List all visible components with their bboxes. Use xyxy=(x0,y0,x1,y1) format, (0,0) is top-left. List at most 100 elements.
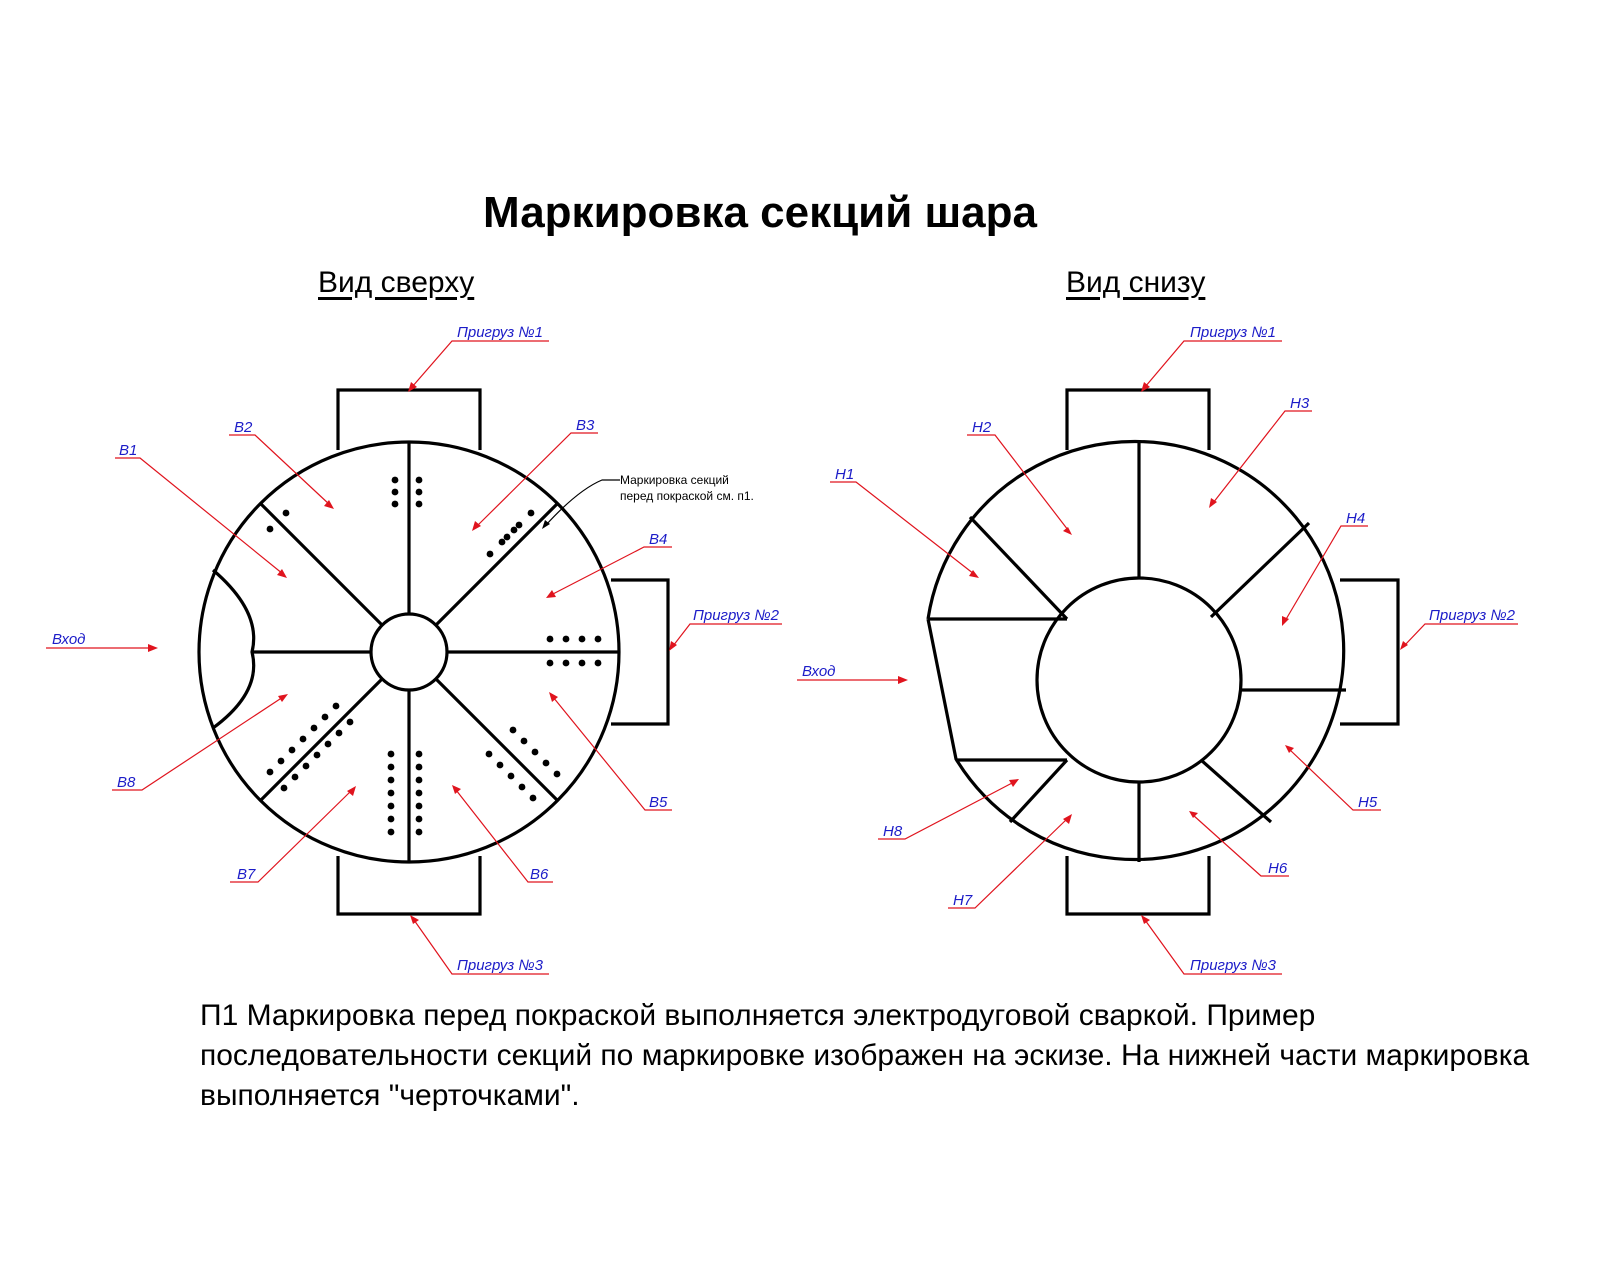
marking-dot xyxy=(531,748,539,756)
label-b5: B5 xyxy=(549,692,672,811)
marking-dot xyxy=(527,509,535,517)
marking-dot xyxy=(415,500,423,508)
top-view-title: Вид сверху xyxy=(318,266,475,299)
bottom-entrance-label: Вход xyxy=(797,663,908,684)
bottom-weight-labels: Пригруз №1 Пригруз №2 Пригруз №3 xyxy=(1141,324,1518,975)
svg-text:Маркировка секций: Маркировка секций xyxy=(620,473,729,487)
marking-dot xyxy=(520,737,528,745)
label-h6: H6 xyxy=(1189,811,1289,877)
marking-dot xyxy=(332,702,340,710)
marking-dot xyxy=(562,635,570,643)
svg-text:B3: B3 xyxy=(576,417,595,434)
marking-dot xyxy=(277,757,285,765)
marking-dot xyxy=(266,768,274,776)
svg-text:Пригруз №2: Пригруз №2 xyxy=(693,607,780,624)
svg-text:Пригруз №3: Пригруз №3 xyxy=(457,957,544,974)
svg-text:Пригруз №2: Пригруз №2 xyxy=(1429,607,1516,624)
bottom-weight-1-box xyxy=(1065,388,1211,450)
label-h3: H3 xyxy=(1209,395,1312,508)
marking-dot xyxy=(546,659,554,667)
marking-dot xyxy=(415,476,423,484)
bottom-weight-1-label: Пригруз №1 xyxy=(1141,324,1282,392)
marking-dot xyxy=(387,750,395,758)
label-b6: B6 xyxy=(452,785,553,883)
svg-text:H7: H7 xyxy=(953,892,973,909)
marking-dot xyxy=(346,718,354,726)
svg-text:B5: B5 xyxy=(649,794,668,811)
bottom-view-drawing: H1 H2 H3 H4 H5 xyxy=(797,324,1518,975)
svg-text:Пригруз №1: Пригруз №1 xyxy=(457,324,543,341)
marking-dot xyxy=(313,751,321,759)
bottom-view-title: Вид снизу xyxy=(1066,266,1206,299)
label-b3: B3 xyxy=(472,417,598,531)
bottom-section-labels: H1 H2 H3 H4 H5 xyxy=(830,395,1381,909)
top-hub-circle xyxy=(369,612,449,692)
marking-dot xyxy=(387,815,395,823)
svg-text:B7: B7 xyxy=(237,866,256,883)
marking-dot xyxy=(415,815,423,823)
top-weight-2-box xyxy=(611,578,670,726)
marking-dot xyxy=(529,794,537,802)
marking-dot xyxy=(498,538,506,546)
label-h1: H1 xyxy=(830,466,979,578)
label-b2: B2 xyxy=(229,419,334,509)
svg-text:Пригруз №3: Пригруз №3 xyxy=(1190,957,1277,974)
svg-text:Пригруз №1: Пригруз №1 xyxy=(1190,324,1276,341)
svg-text:H1: H1 xyxy=(835,466,854,483)
top-weight-1-label: Пригруз №1 xyxy=(408,324,549,392)
svg-text:H3: H3 xyxy=(1290,395,1310,412)
marking-dot xyxy=(415,776,423,784)
marking-dot xyxy=(266,525,274,533)
footnote-text: П1 Маркировка перед покраской выполняетс… xyxy=(200,999,1530,1112)
marking-dot xyxy=(415,488,423,496)
marking-dot xyxy=(594,659,602,667)
marking-note: Маркировка секций перед покраской см. п1… xyxy=(542,473,754,529)
marking-dot xyxy=(321,713,329,721)
svg-text:B1: B1 xyxy=(119,442,137,459)
top-entrance-label: Вход xyxy=(46,631,158,652)
marking-dot xyxy=(553,770,561,778)
marking-dot xyxy=(486,550,494,558)
marking-dot xyxy=(387,802,395,810)
svg-text:H4: H4 xyxy=(1346,510,1365,527)
marking-dot xyxy=(515,521,523,529)
svg-text:B4: B4 xyxy=(649,531,667,548)
top-section-dividers xyxy=(252,442,619,862)
top-marking-dots xyxy=(266,476,602,836)
marking-dot xyxy=(387,789,395,797)
marking-dot xyxy=(562,659,570,667)
label-h4: H4 xyxy=(1282,510,1368,626)
marking-dot xyxy=(496,761,504,769)
marking-dot xyxy=(324,740,332,748)
marking-dot xyxy=(503,533,511,541)
marking-dot xyxy=(387,763,395,771)
label-h7: H7 xyxy=(948,814,1072,909)
marking-dot xyxy=(485,750,493,758)
marking-dot xyxy=(415,789,423,797)
top-weight-2-label: Пригруз №2 xyxy=(669,607,782,651)
top-entrance-arc xyxy=(211,568,256,730)
marking-dot xyxy=(291,773,299,781)
marking-dot xyxy=(509,726,517,734)
marking-dot xyxy=(302,762,310,770)
svg-text:H6: H6 xyxy=(1268,860,1288,877)
bottom-weight-3-box xyxy=(1065,856,1211,916)
top-weight-3-box xyxy=(336,856,482,916)
marking-dot xyxy=(415,828,423,836)
label-b1: B1 xyxy=(115,442,287,578)
label-b4: B4 xyxy=(546,531,672,598)
marking-dot xyxy=(594,635,602,643)
bottom-weight-3-label: Пригруз №3 xyxy=(1141,915,1282,975)
label-b7: B7 xyxy=(230,786,356,883)
label-h2: H2 xyxy=(967,419,1072,535)
marking-dot xyxy=(387,828,395,836)
marking-dot xyxy=(280,784,288,792)
label-h8: H8 xyxy=(878,779,1019,840)
marking-dot xyxy=(542,759,550,767)
svg-text:H8: H8 xyxy=(883,823,903,840)
marking-dot xyxy=(391,500,399,508)
marking-dot xyxy=(510,526,518,534)
marking-dot xyxy=(288,746,296,754)
bottom-weight-2-box xyxy=(1340,578,1400,726)
